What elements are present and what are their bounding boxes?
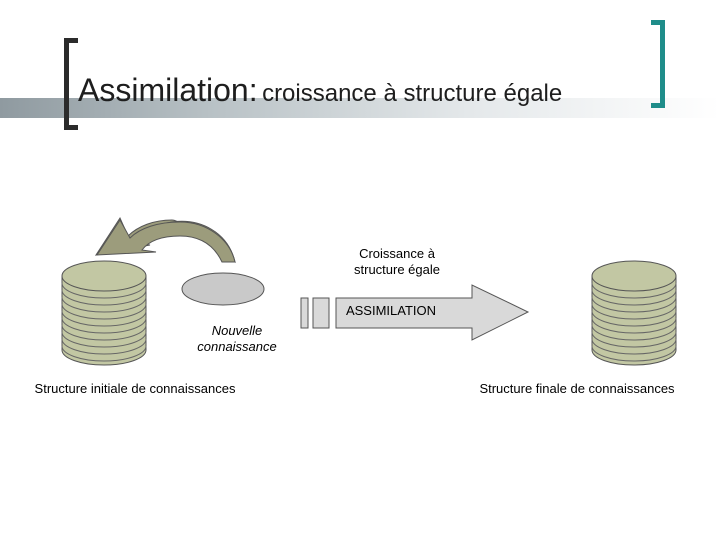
initial-structure-stack <box>62 261 146 365</box>
new-knowledge-line2: connaissance <box>182 339 292 355</box>
new-knowledge-label: Nouvelle connaissance <box>182 323 292 355</box>
growth-label: Croissance à structure égale <box>332 246 462 278</box>
assimilation-label: ASSIMILATION <box>336 303 446 319</box>
growth-label-line2: structure égale <box>332 262 462 278</box>
arrow-segment-2 <box>313 298 329 328</box>
curved-arrow-body <box>97 220 235 262</box>
initial-stack-top <box>62 261 146 291</box>
final-stack-top <box>592 261 676 291</box>
growth-label-line1: Croissance à <box>332 246 462 262</box>
new-knowledge-disk <box>182 273 264 305</box>
final-structure-label: Structure finale de connaissances <box>452 381 702 397</box>
arrow-segment-1 <box>301 298 308 328</box>
final-structure-stack <box>592 261 676 365</box>
new-knowledge-line1: Nouvelle <box>182 323 292 339</box>
initial-structure-label: Structure initiale de connaissances <box>10 381 260 397</box>
